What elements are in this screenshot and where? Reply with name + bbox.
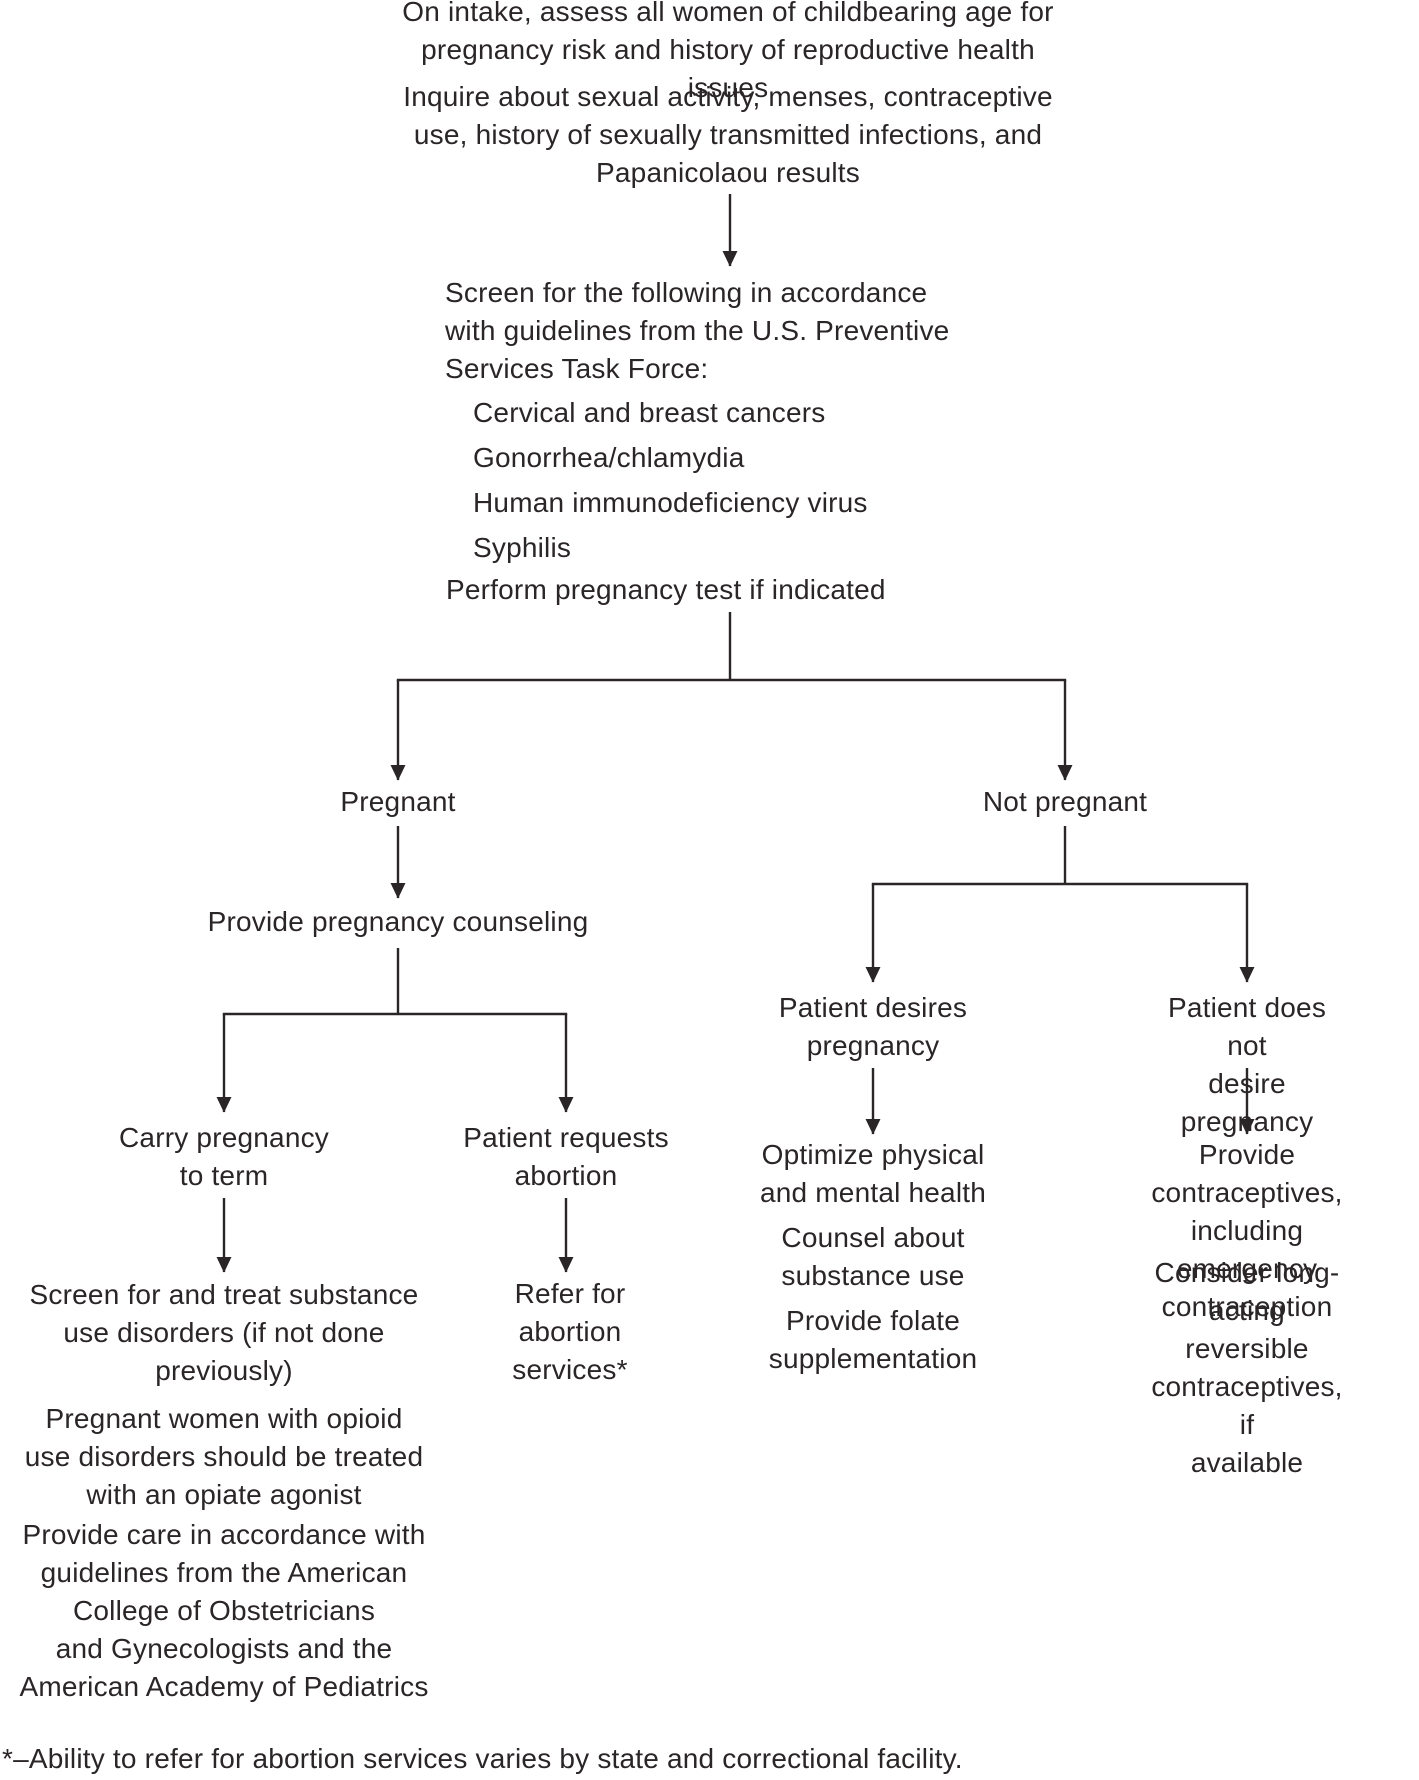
node-screening-items: Cervical and breast cancers Gonorrhea/ch… [473,397,868,563]
node-pregnant-label: Pregnant [340,786,456,817]
node-not-pregnant-label: Not pregnant [982,786,1148,817]
node-contraceptives: Provide contraceptives, including emerge… [1151,1139,1343,1322]
node-screen-treat-substance: Screen for and treat substance use disor… [29,1279,419,1386]
node-inquire-history: Inquire about sexual activity, menses, c… [403,81,1053,188]
node-refer-abortion: Refer for abortion services* [512,1278,628,1385]
node-opioid-treatment: Pregnant women with opioid use disorders… [24,1403,424,1510]
node-folate: Provide folate supplementation [768,1305,978,1374]
node-carry-to-term: Carry pregnancy to term [119,1122,329,1191]
node-desires-pregnancy: Patient desires pregnancy [778,992,968,1061]
node-counsel-substance: Counsel about substance use [781,1222,965,1291]
node-optimize-health: Optimize physical and mental health [759,1139,987,1208]
node-larc: Consider long-acting reversible contrace… [1151,1257,1343,1478]
node-screening-lead: Screen for the following in accordance w… [445,277,950,384]
node-intake-assess: On intake, assess all women of childbear… [402,0,1054,103]
node-not-desire-pregnancy: Patient does not desire pregnancy [1167,992,1327,1137]
footnote: *–Ability to refer for abortion services… [2,1743,963,1774]
node-pregnancy-counseling: Provide pregnancy counseling [207,906,589,937]
node-requests-abortion: Patient requests abortion [463,1122,669,1191]
node-acog-care: Provide care in accordance with guidelin… [19,1519,429,1702]
node-pregnancy-test: Perform pregnancy test if indicated [446,574,886,605]
